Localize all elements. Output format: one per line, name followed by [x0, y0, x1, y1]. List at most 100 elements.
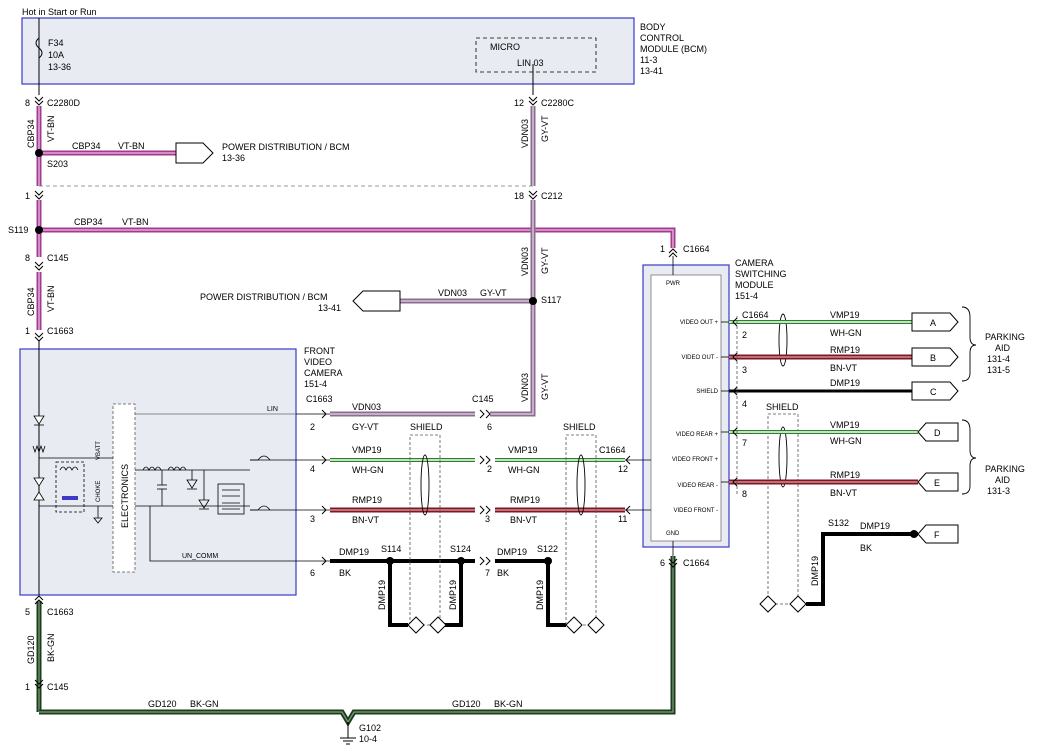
- vdn03-branch-label: VDN03: [438, 288, 467, 298]
- c1664-bottom-name: C1664: [683, 558, 710, 568]
- vdn03-vertical-3: VDN03: [520, 373, 530, 402]
- bk-gn-vertical: BK-GN: [46, 633, 56, 662]
- camera-name-line-1: FRONT: [304, 346, 335, 356]
- camera-choke-text: CHOKE: [96, 481, 102, 502]
- dmp19-vertical-s114: DMP19: [377, 580, 387, 610]
- c2280c-pin: 12: [514, 98, 524, 108]
- camera-pin-4: 4: [310, 464, 315, 474]
- csm-pin-label-video-front-minus: VIDEO FRONT -: [673, 508, 718, 514]
- shield-box-rear: [767, 413, 799, 605]
- dmp19-vertical-s122: DMP19: [535, 580, 545, 610]
- fuse-ref: 13-36: [48, 62, 71, 72]
- gd120-vertical: GD120: [26, 635, 36, 664]
- c212-pin: 18: [514, 191, 524, 201]
- brace-parking-aid-1: [961, 306, 977, 382]
- tag-d: D: [934, 428, 941, 438]
- csm-pin-label-video-rear-minus: VIDEO REAR -: [677, 483, 718, 489]
- wh-gn-camera-label-2: WH-GN: [508, 465, 540, 475]
- inline-pin-3: 3: [485, 514, 490, 524]
- splice-s122-label: S122: [537, 544, 558, 554]
- tag-c: C: [930, 387, 937, 397]
- gy-vt-vertical-3: GY-VT: [540, 373, 550, 400]
- wh-gn-camera-label-1: WH-GN: [352, 465, 384, 475]
- twist-oval-camera-1: [420, 454, 430, 516]
- bn-vt-camera-label-1: BN-VT: [352, 515, 380, 525]
- splice-s119-label: S119: [8, 225, 28, 235]
- wire-cbp34-to-csm-inner: [39, 229, 674, 248]
- csm-pin-3: 3: [742, 365, 747, 375]
- shield-ground-diamonds: [407, 595, 807, 634]
- c212-name: C212: [541, 191, 563, 201]
- csm-pin-label-video-out-plus: VIDEO OUT +: [680, 320, 719, 326]
- csm-name-line-1: CAMERA: [735, 258, 774, 268]
- vt-bn-label-s119: VT-BN: [122, 217, 149, 227]
- shield-box-camera-2: [565, 434, 597, 626]
- parking-aid-2-line-2: AID: [995, 475, 1011, 485]
- ref-arrow-power-dist-1: [175, 142, 214, 164]
- c1663-top-name: C1663: [47, 326, 74, 336]
- splice-s132-label: S132: [828, 518, 849, 528]
- gy-vt-branch-label: GY-VT: [480, 288, 507, 298]
- dmp19-camera-label-2: DMP19: [497, 547, 527, 557]
- camera-module-box: [19, 348, 297, 596]
- csm-pin-2: 2: [742, 330, 747, 340]
- rmp19-camera-label-2: RMP19: [510, 495, 540, 505]
- csm-name-line-2: SWITCHING: [735, 269, 787, 279]
- bn-vt-out-label: BN-VT: [830, 363, 858, 373]
- csm-pin-label-shield: SHIELD: [696, 389, 718, 395]
- csm-inline-pin-11: 11: [618, 514, 627, 524]
- vmp19-rear-label: VMP19: [830, 420, 860, 430]
- tag-shape-d: [917, 422, 959, 442]
- bk-gn-bottom-label-1: BK-GN: [190, 699, 219, 709]
- shield-box-camera-1: [409, 434, 441, 626]
- c1664-top-name: C1664: [683, 244, 710, 254]
- c145-top-name: C145: [47, 253, 69, 263]
- shield-label-camera-1: SHIELD: [410, 422, 443, 432]
- inline-connector-c1664: C1664: [599, 445, 626, 455]
- power-dist-label-1: POWER DISTRIBUTION / BCM: [222, 142, 350, 152]
- splice-dot-s203: [35, 149, 43, 157]
- splice-dot-s124: [457, 557, 465, 565]
- splice-s117-label: S117: [541, 295, 561, 305]
- ground-name: G102: [359, 723, 381, 733]
- parking-aid-2-line-3: 131-3: [987, 486, 1010, 496]
- dmp19-rear-label: DMP19: [860, 521, 890, 531]
- vmp19-out-label: VMP19: [830, 310, 860, 320]
- vmp19-camera-label-2: VMP19: [508, 445, 538, 455]
- csm-pin-4: 4: [742, 399, 747, 409]
- splice-dot-s117: [529, 297, 537, 305]
- camera-internal-circuit: [32, 415, 271, 524]
- power-source-label: Hot in Start or Run: [22, 7, 97, 17]
- wire-vdn03-lower-inner: [490, 200, 534, 415]
- splice-dot-s132: [910, 530, 918, 538]
- connector-chevrons: [34, 96, 738, 689]
- wire-dmp19-rear: [806, 532, 918, 606]
- camera-vbatt-text: VBATT: [96, 441, 102, 460]
- power-dist-ref-1: 13-36: [222, 153, 245, 163]
- rmp19-out-label: RMP19: [830, 345, 860, 355]
- bcm-name-line-1: BODY: [640, 22, 666, 32]
- csm-inner-box: [650, 274, 722, 542]
- camera-connector-c1663: C1663: [306, 394, 333, 404]
- tag-e: E: [934, 478, 940, 488]
- dmp19-out-label: DMP19: [830, 378, 860, 388]
- camera-electronics-box: [112, 403, 136, 573]
- shield-label-rear: SHIELD: [766, 402, 799, 412]
- cbp34-label-s119: CBP34: [74, 217, 103, 227]
- csm-pin-label-video-rear-plus: VIDEO REAR +: [676, 432, 719, 438]
- bcm-lin-label: LIN 03: [517, 58, 544, 68]
- gy-vt-vertical-2: GY-VT: [540, 247, 550, 274]
- camera-name-line-2: VIDEO: [304, 357, 332, 367]
- tag-b: B: [930, 353, 936, 363]
- tag-shape-f: [917, 524, 959, 544]
- splice-s124-label: S124: [450, 544, 471, 554]
- parking-aid-1-line-3: 131-4: [987, 354, 1010, 364]
- csm-right-connector: C1664: [742, 310, 769, 320]
- c2280d-pin: 8: [25, 98, 30, 108]
- twist-oval-csm-out: [778, 313, 788, 367]
- inline-pin-6: 6: [487, 422, 492, 432]
- bcm-module-box: [21, 17, 635, 85]
- inline-connector-c145: C145: [472, 394, 494, 404]
